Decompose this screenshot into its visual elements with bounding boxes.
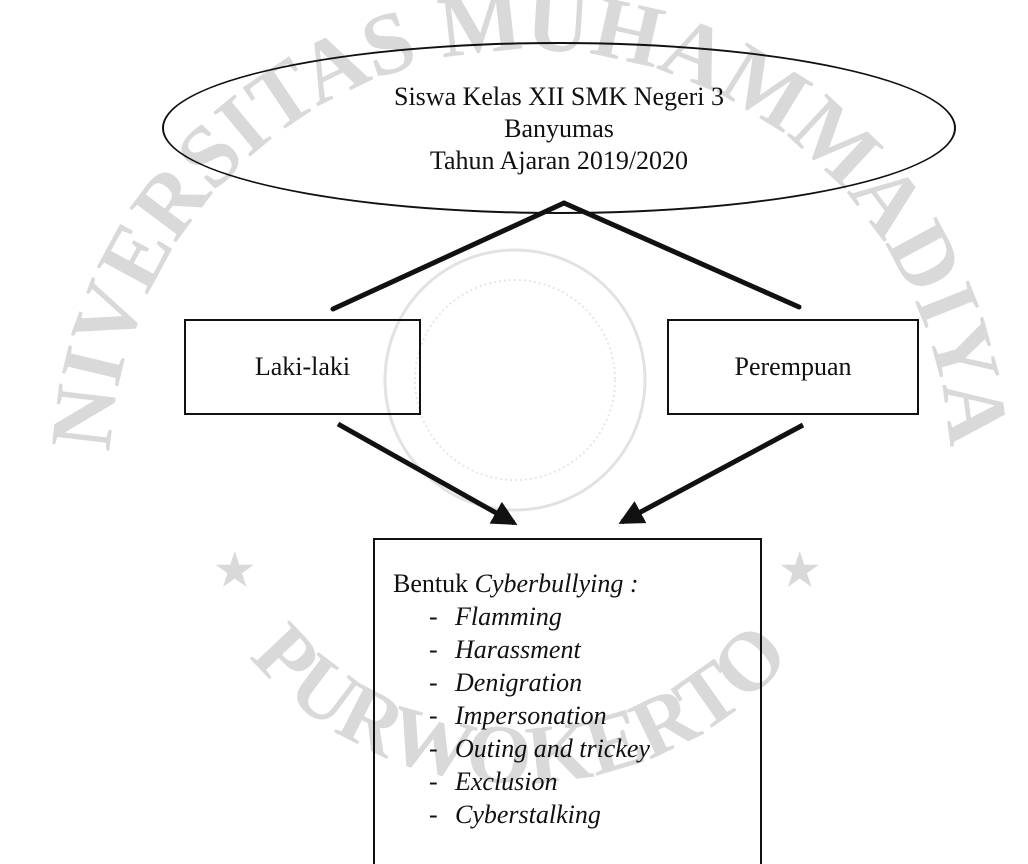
arrow-female-to-forms [618,422,805,525]
seal-inner-ring [414,279,616,481]
result-heading: Bentuk Cyberbullying : [393,568,760,600]
arrow-male-to-forms [336,421,518,526]
list-bullet: - [429,767,438,796]
list-item-label: Outing and trickey [455,734,650,763]
list-bullet: - [429,800,438,829]
edge-root-to-female [561,200,802,310]
list-item-label: Flamming [455,602,562,631]
group-label-male: Laki-laki [254,352,351,381]
list-item-label: Harassment [455,635,581,664]
root-line-3: Tahun Ajaran 2019/2020 [429,146,689,175]
watermark-star-left: ★ [215,546,254,595]
list-bullet: - [429,701,438,730]
edge-root-to-male [330,200,567,312]
list-item: -Impersonation [429,699,760,732]
watermark-star-right: ★ [780,546,819,595]
list-item: -Harassment [429,633,760,666]
group-label-female: Perempuan [734,352,852,381]
result-list: -Flamming -Harassment -Denigration -Impe… [393,600,760,831]
list-item-label: Cyberstalking [455,800,601,829]
result-heading-plain: Bentuk [393,569,475,598]
list-item: -Cyberstalking [429,798,760,831]
root-node-students: Siswa Kelas XII SMK Negeri 3 Banyumas Ta… [162,42,956,214]
root-line-2: Banyumas [504,114,614,143]
list-item-label: Denigration [455,668,583,697]
group-node-female: Perempuan [667,319,919,415]
list-bullet: - [429,668,438,697]
list-item: -Denigration [429,666,760,699]
list-item: -Exclusion [429,765,760,798]
result-node-cyberbullying-forms: Bentuk Cyberbullying : -Flamming -Harass… [373,538,762,864]
result-heading-italic: Cyberbullying : [474,569,639,598]
list-bullet: - [429,734,438,763]
list-item-label: Exclusion [455,767,558,796]
list-item-label: Impersonation [455,701,607,730]
list-item: -Outing and trickey [429,732,760,765]
list-item: -Flamming [429,600,760,633]
group-node-male: Laki-laki [184,319,421,415]
list-bullet: - [429,602,438,631]
list-bullet: - [429,635,438,664]
root-line-1: Siswa Kelas XII SMK Negeri 3 [393,82,724,111]
